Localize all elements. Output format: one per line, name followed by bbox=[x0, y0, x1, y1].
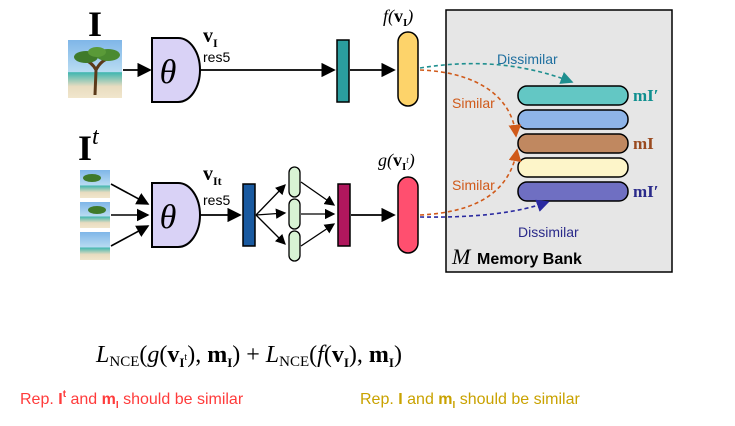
bottom-theta-symbol: θ bbox=[160, 199, 177, 236]
bottom-similar-arrow bbox=[419, 148, 522, 216]
memory-entry-3 bbox=[517, 133, 629, 154]
bottom-res5-label: res5 bbox=[203, 192, 230, 208]
memory-entry-5 bbox=[517, 181, 629, 202]
hidden-node-2 bbox=[288, 198, 301, 230]
bottom-fan-out-arrows bbox=[255, 184, 287, 245]
top-feature-vector bbox=[336, 39, 350, 103]
top-input-image bbox=[68, 40, 122, 98]
bottom-feature-label: vIt bbox=[203, 163, 222, 188]
bottom-input-patch-3 bbox=[80, 232, 110, 260]
top-encoder-theta bbox=[151, 37, 201, 103]
hidden-node-3 bbox=[288, 230, 301, 262]
bottom-image-label: It bbox=[78, 124, 100, 168]
bottom-arrow-patch3 bbox=[110, 225, 150, 247]
memory-entry-2 bbox=[517, 109, 629, 130]
bottom-encoder-theta bbox=[151, 182, 201, 248]
top-res5-label: res5 bbox=[203, 49, 230, 65]
hidden-node-1 bbox=[288, 166, 301, 198]
top-projection-label: f(vI) bbox=[383, 6, 413, 29]
bottom-similar-label: Similar bbox=[452, 177, 495, 193]
top-dissimilar-arrow bbox=[419, 62, 574, 84]
bottom-arrow-patch1 bbox=[110, 183, 150, 205]
memory-entry-3-label: mI bbox=[633, 134, 654, 153]
memory-entry-1-label: mI′ bbox=[633, 86, 659, 105]
bottom-feature-vector bbox=[242, 183, 256, 247]
bottom-dissimilar-arrow bbox=[419, 199, 550, 218]
top-similar-label: Similar bbox=[452, 95, 495, 111]
memory-bank-symbol: M bbox=[451, 244, 472, 269]
top-similar-arrow bbox=[419, 69, 522, 138]
memory-entry-1 bbox=[517, 85, 629, 106]
bottom-input-patch-1 bbox=[80, 170, 110, 198]
bottom-combined-feature bbox=[337, 183, 351, 247]
top-projection-vector bbox=[397, 31, 419, 107]
memory-entry-5-label: mI′ bbox=[633, 182, 659, 201]
bottom-dissimilar-label: Dissimilar bbox=[518, 224, 579, 240]
bottom-projection-vector bbox=[397, 176, 419, 254]
right-caption: Rep. I and mI should be similar bbox=[360, 391, 580, 411]
memory-bank-title: Memory Bank bbox=[477, 251, 582, 268]
bottom-projection-label: g(vIt) bbox=[378, 150, 415, 173]
left-caption: Rep. It and mI should be similar bbox=[20, 389, 244, 411]
bottom-input-patch-2 bbox=[80, 202, 110, 228]
bottom-fan-in-arrows bbox=[300, 181, 336, 247]
top-theta-symbol: θ bbox=[160, 54, 177, 91]
top-dissimilar-label: Dissimilar bbox=[497, 51, 558, 67]
top-feature-label: vI bbox=[203, 25, 218, 50]
memory-entry-4 bbox=[517, 157, 629, 178]
top-image-label: I bbox=[88, 4, 102, 44]
nce-equation: LNCE(g(vIt), mI) + LNCE(f(vI), mI) bbox=[95, 342, 402, 370]
